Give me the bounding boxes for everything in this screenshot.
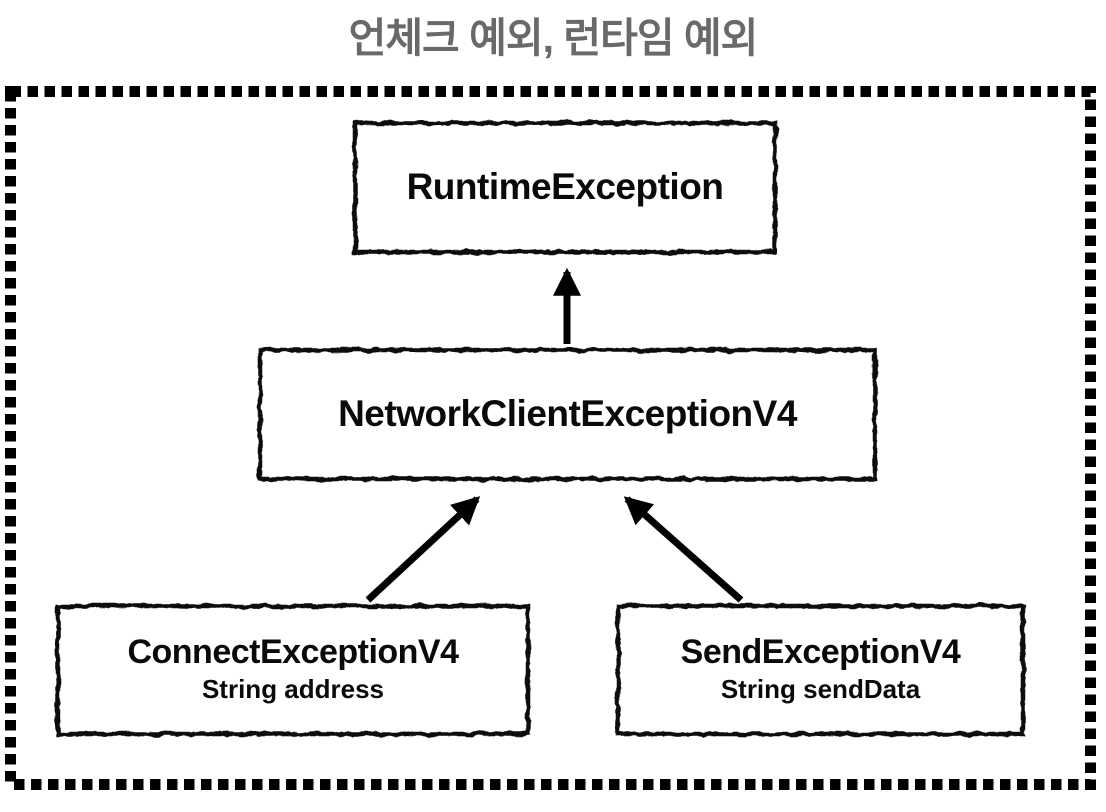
runtime-exception-box <box>352 120 778 255</box>
node-field: String sendData <box>720 674 921 705</box>
node-connect-exception: ConnectExceptionV4 String address <box>58 606 528 734</box>
unchecked-scope-dashed-border <box>5 86 1096 790</box>
inheritance-arrow-send-to-network <box>623 496 744 603</box>
node-label: SendExceptionV4 <box>680 633 961 672</box>
send-exception-box <box>615 603 1026 737</box>
node-label: RuntimeException <box>406 166 724 208</box>
node-network-client-exception: NetworkClientExceptionV4 <box>260 350 875 479</box>
node-label: ConnectExceptionV4 <box>127 633 459 672</box>
diagram-title: 언체크 예외, 런타임 예외 <box>348 15 759 61</box>
node-label: NetworkClientExceptionV4 <box>338 393 797 435</box>
inheritance-arrow-connect-to-network <box>365 496 481 603</box>
node-runtime-exception: RuntimeException <box>355 123 775 252</box>
network-client-exception-box <box>257 347 878 482</box>
node-field: String address <box>201 674 385 705</box>
node-send-exception: SendExceptionV4 String sendData <box>618 606 1023 734</box>
connect-exception-box <box>55 603 531 737</box>
